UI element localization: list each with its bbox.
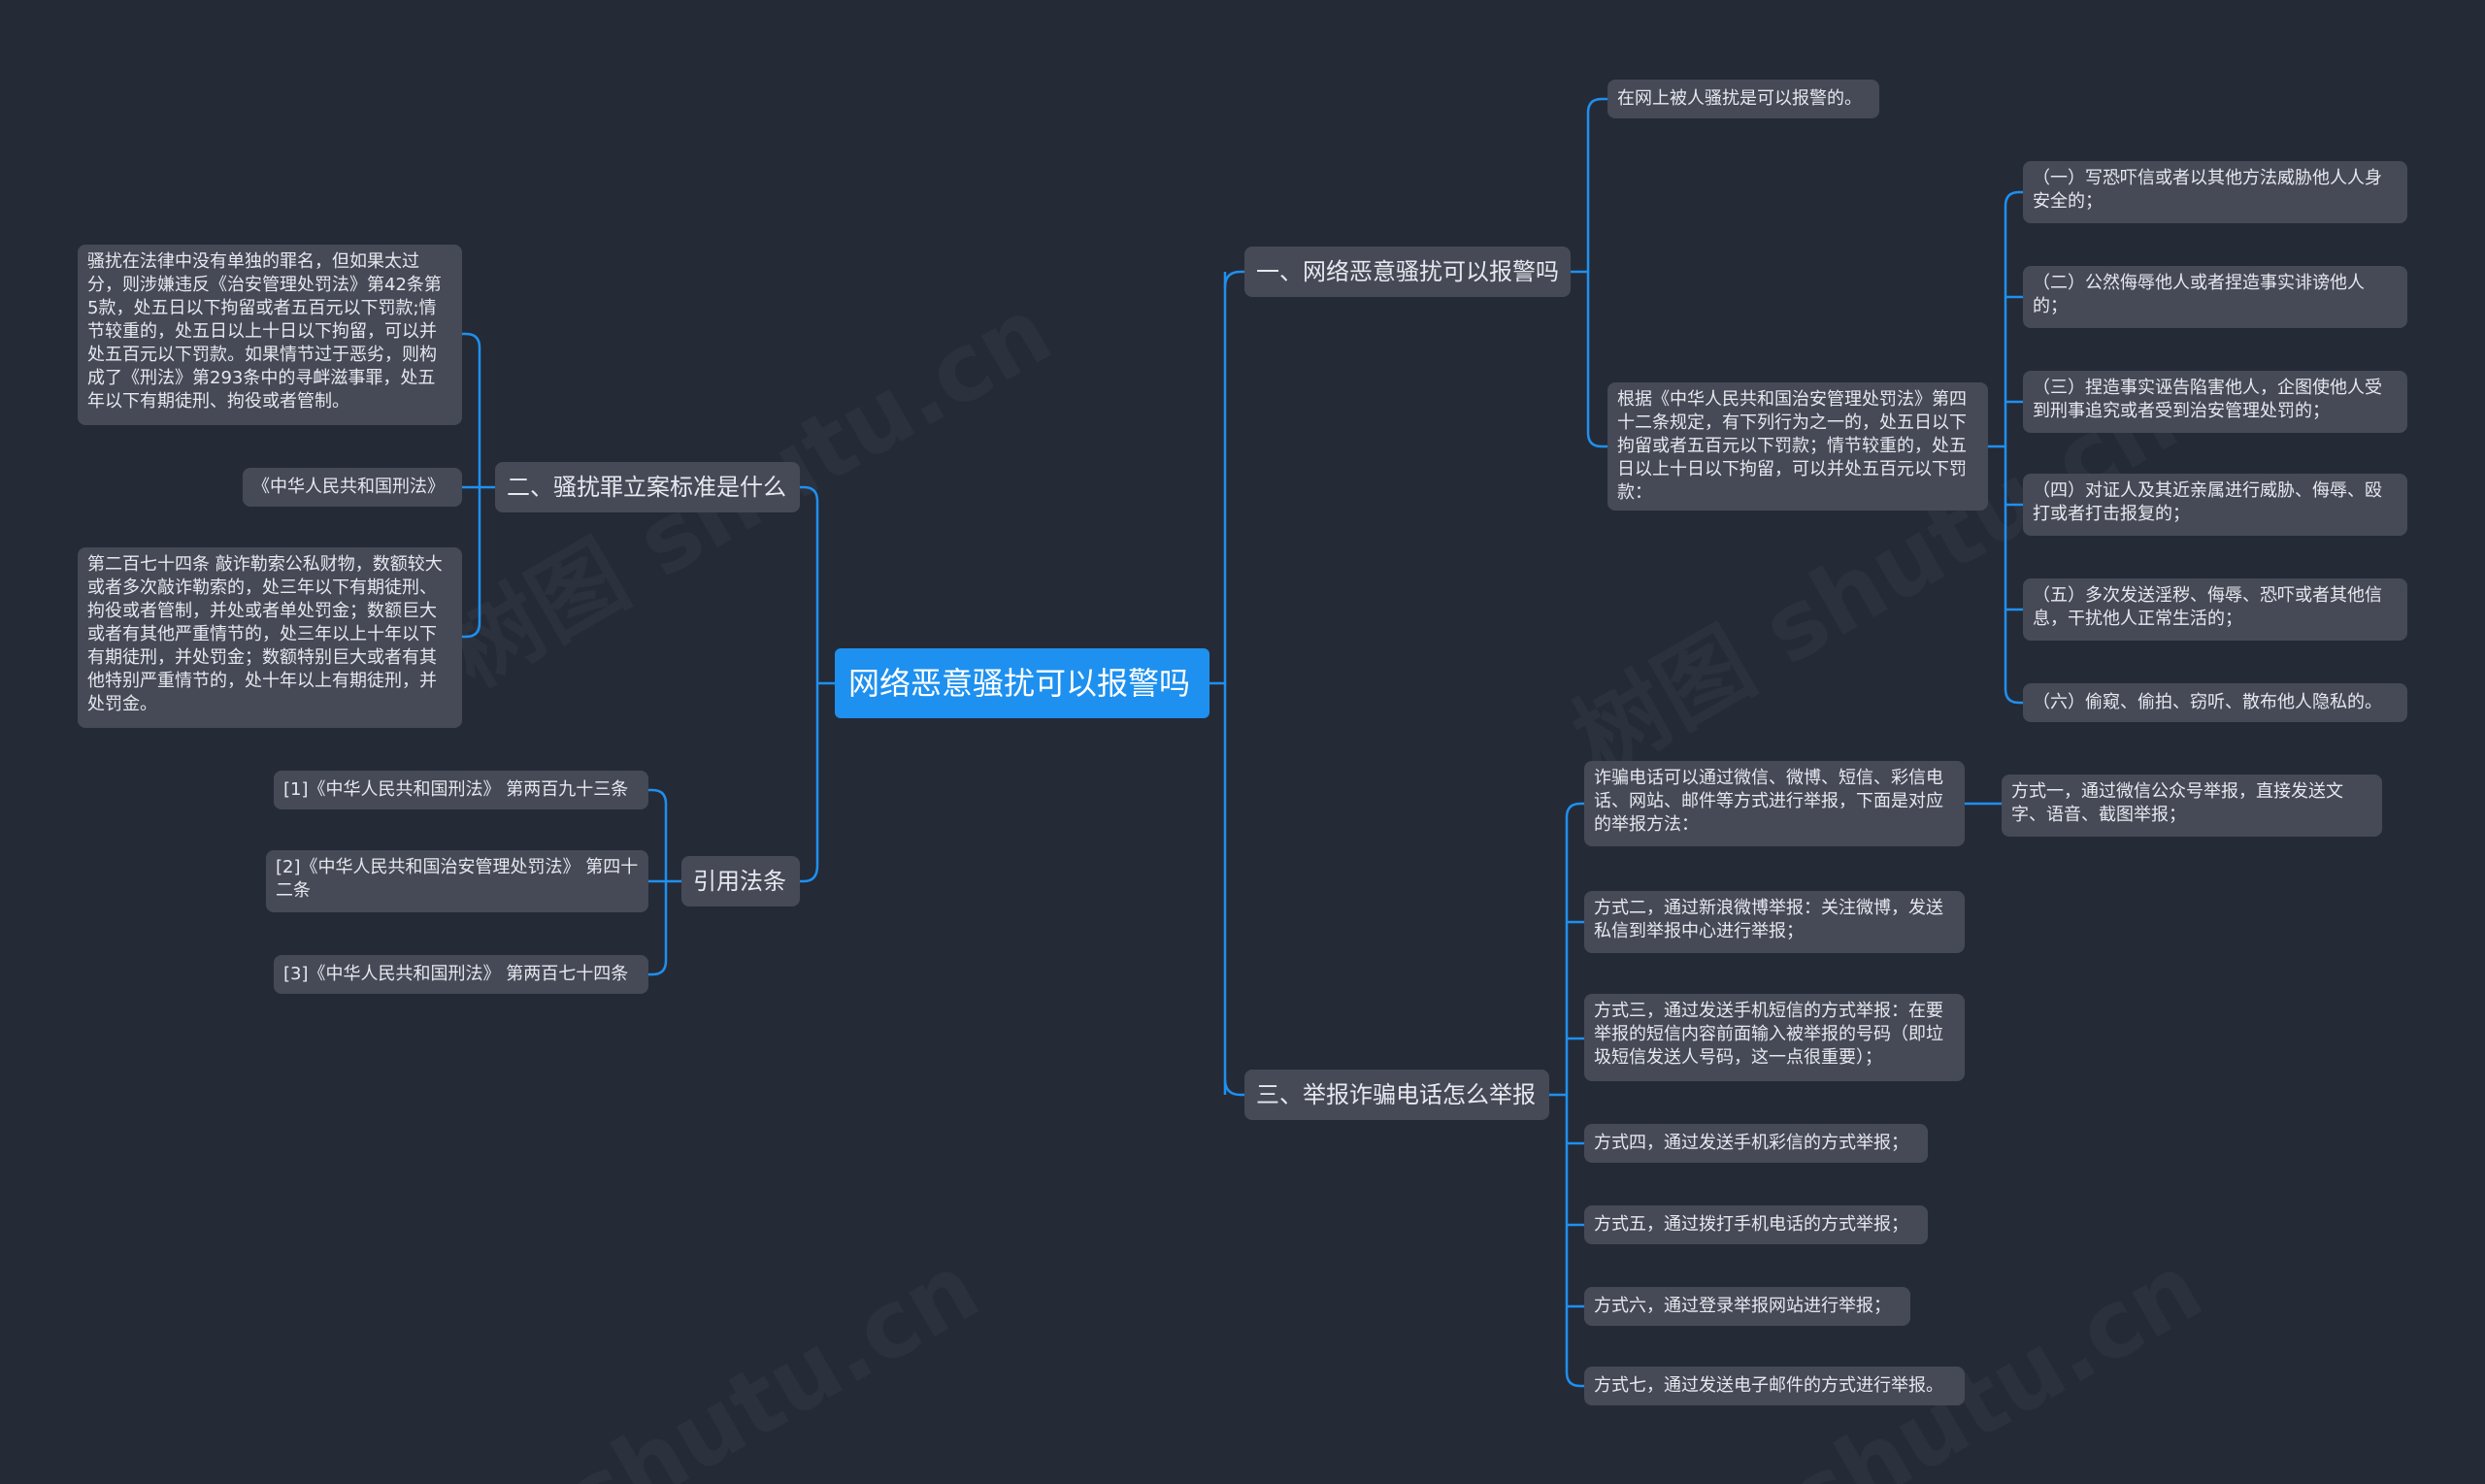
leaf-node[interactable]: 方式五，通过拨打手机电话的方式举报； bbox=[1584, 1205, 1928, 1244]
branch-node-harassment-standard[interactable]: 二、骚扰罪立案标准是什么 bbox=[495, 462, 800, 512]
leaf-node[interactable]: 诈骗电话可以通过微信、微博、短信、彩信电话、网站、邮件等方式进行举报，下面是对应… bbox=[1584, 761, 1965, 846]
leaf-node[interactable]: 方式一，通过微信公众号举报，直接发送文字、语音、截图举报； bbox=[2002, 775, 2382, 837]
leaf-node[interactable]: 方式七，通过发送电子邮件的方式进行举报。 bbox=[1584, 1367, 1965, 1405]
branch-node-references[interactable]: 引用法条 bbox=[681, 856, 800, 907]
leaf-node[interactable]: 方式三，通过发送手机短信的方式举报：在要举报的短信内容前面输入被举报的号码（即垃… bbox=[1584, 994, 1965, 1081]
leaf-node[interactable]: 方式六，通过登录举报网站进行举报； bbox=[1584, 1287, 1910, 1326]
leaf-node[interactable]: （二）公然侮辱他人或者捏造事实诽谤他人的； bbox=[2023, 266, 2407, 328]
leaf-node[interactable]: （四）对证人及其近亲属进行威胁、侮辱、殴打或者打击报复的； bbox=[2023, 474, 2407, 536]
leaf-node[interactable]: 第二百七十四条 敲诈勒索公私财物，数额较大或者多次敲诈勒索的，处三年以下有期徒刑… bbox=[78, 547, 462, 728]
leaf-node[interactable]: （六）偷窥、偷拍、窃听、散布他人隐私的。 bbox=[2023, 683, 2407, 722]
leaf-node[interactable]: 根据《中华人民共和国治安管理处罚法》第四十二条规定，有下列行为之一的，处五日以下… bbox=[1607, 382, 1988, 511]
leaf-node[interactable]: 《中华人民共和国刑法》 bbox=[243, 468, 462, 507]
leaf-node[interactable]: [1]《中华人民共和国刑法》 第两百九十三条 bbox=[274, 771, 648, 809]
leaf-node[interactable]: （五）多次发送淫秽、侮辱、恐吓或者其他信息，干扰他人正常生活的； bbox=[2023, 578, 2407, 641]
leaf-node[interactable]: [2]《中华人民共和国治安管理处罚法》 第四十二条 bbox=[266, 850, 648, 912]
leaf-node[interactable]: 骚扰在法律中没有单独的罪名，但如果太过分，则涉嫌违反《治安管理处罚法》第42条第… bbox=[78, 245, 462, 425]
leaf-node[interactable]: [3]《中华人民共和国刑法》 第两百七十四条 bbox=[274, 955, 648, 994]
leaf-node[interactable]: （一）写恐吓信或者以其他方法威胁他人人身安全的； bbox=[2023, 161, 2407, 223]
root-node[interactable]: 网络恶意骚扰可以报警吗 bbox=[835, 648, 1209, 718]
branch-node-report-harassment[interactable]: 一、网络恶意骚扰可以报警吗 bbox=[1244, 247, 1571, 297]
leaf-node[interactable]: 在网上被人骚扰是可以报警的。 bbox=[1607, 80, 1879, 118]
leaf-node[interactable]: 方式二，通过新浪微博举报：关注微博，发送私信到举报中心进行举报； bbox=[1584, 891, 1965, 953]
branch-node-fraud-report[interactable]: 三、举报诈骗电话怎么举报 bbox=[1244, 1070, 1549, 1120]
leaf-node[interactable]: （三）捏造事实诬告陷害他人，企图使他人受到刑事追究或者受到治安管理处罚的； bbox=[2023, 371, 2407, 433]
leaf-node[interactable]: 方式四，通过发送手机彩信的方式举报； bbox=[1584, 1124, 1928, 1163]
